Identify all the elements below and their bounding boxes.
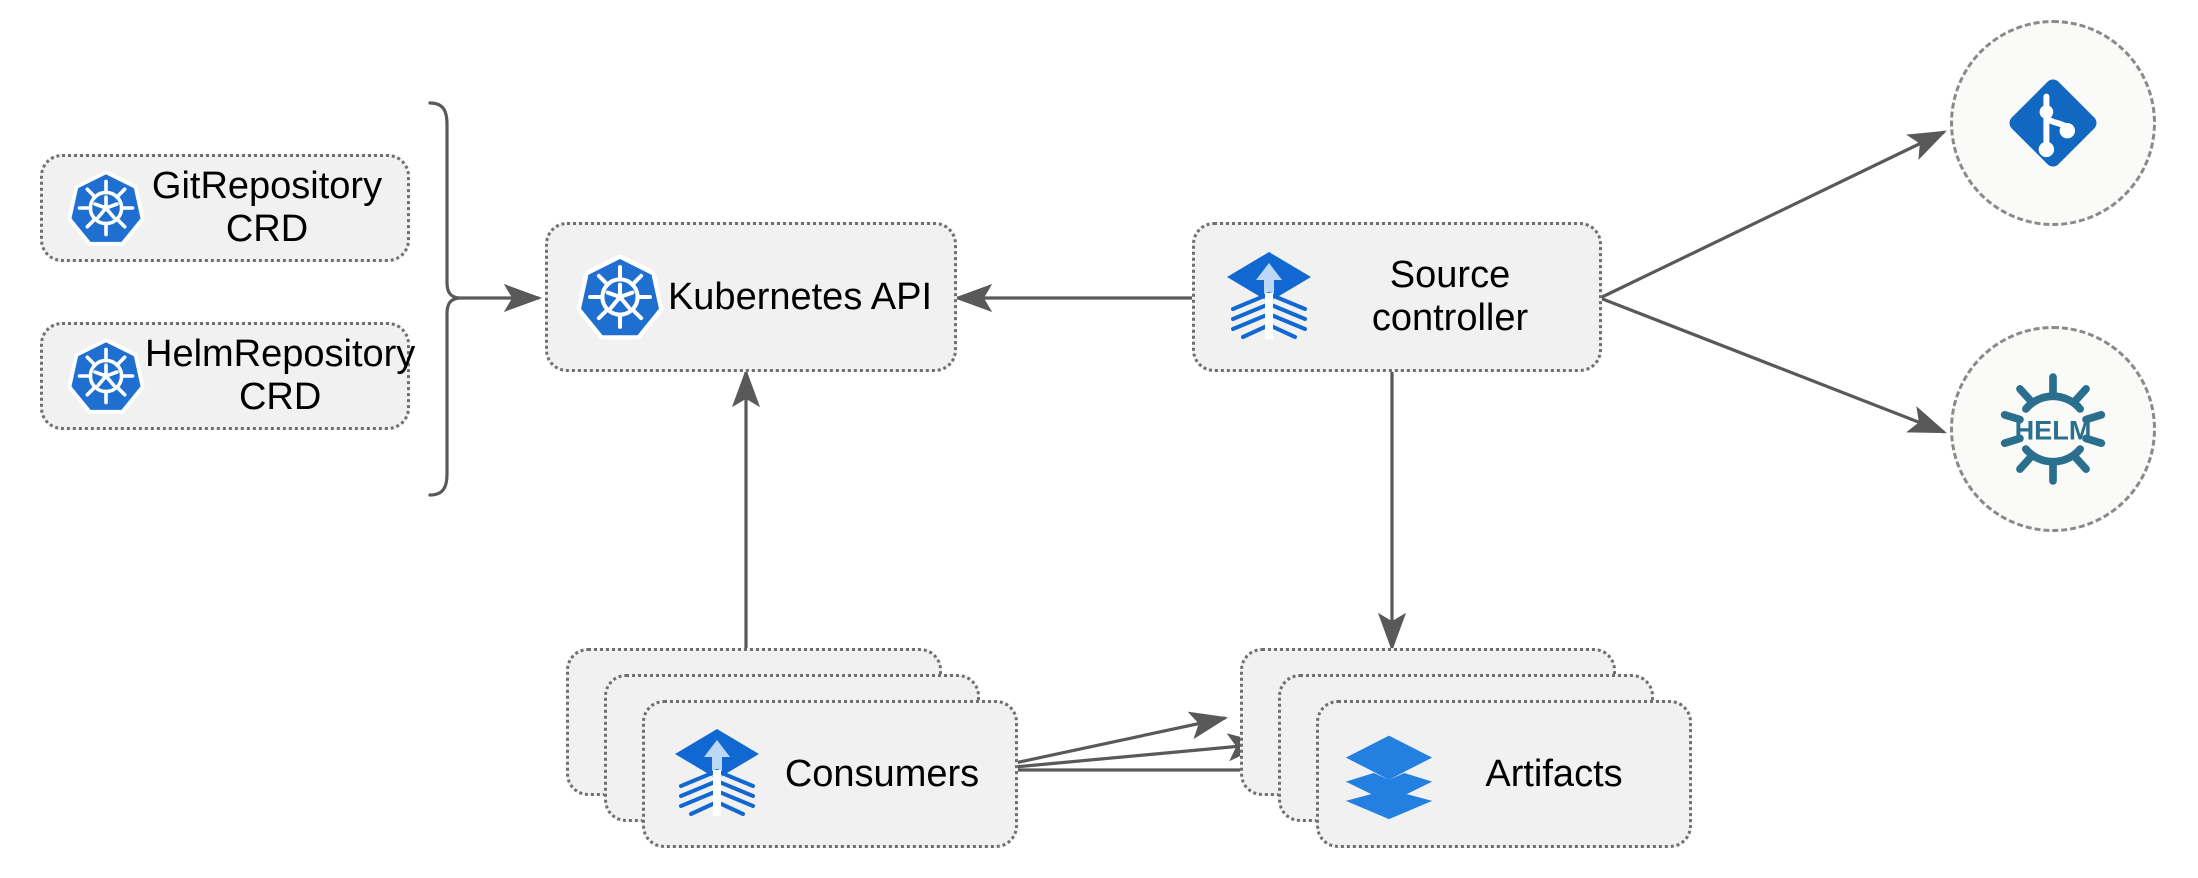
- node-artifacts[interactable]: Artifacts: [1316, 700, 1692, 848]
- kubernetes-icon: [43, 169, 145, 247]
- edge-source-controller-to-helm: [1599, 296, 1947, 434]
- crd-bracket: [428, 101, 460, 497]
- flux-icon: [1195, 247, 1319, 347]
- node-git-source[interactable]: [1950, 20, 2156, 226]
- edge-consumers-to-artifacts-2: [981, 733, 1267, 772]
- node-label: Kubernetes API: [667, 275, 933, 318]
- node-helm-repository-crd[interactable]: HelmRepository CRD: [40, 322, 415, 430]
- node-source-controller[interactable]: Source controller: [1192, 222, 1602, 372]
- node-label: Source controller: [1371, 254, 1529, 339]
- node-label: Artifacts: [1485, 752, 1623, 795]
- node-consumers[interactable]: Consumers: [642, 700, 1018, 848]
- node-label: GitRepository CRD: [151, 165, 383, 250]
- kubernetes-icon: [43, 337, 145, 415]
- edge-source-controller-to-git: [1599, 130, 1947, 300]
- node-label: HelmRepository CRD: [145, 333, 416, 418]
- helm-icon: HELM: [1994, 370, 2112, 488]
- node-git-repository-crd[interactable]: GitRepository CRD: [40, 154, 410, 262]
- node-label: Consumers: [784, 752, 980, 795]
- node-kubernetes-api[interactable]: Kubernetes API: [545, 222, 957, 372]
- layers-icon: [1319, 726, 1437, 822]
- flux-icon: [645, 724, 767, 824]
- kubernetes-icon: [548, 253, 664, 341]
- edge-consumers-to-artifacts-1: [981, 711, 1229, 772]
- node-helm-source[interactable]: HELM: [1950, 326, 2156, 532]
- helm-wordmark: HELM: [2015, 415, 2092, 446]
- git-icon: [1998, 68, 2108, 178]
